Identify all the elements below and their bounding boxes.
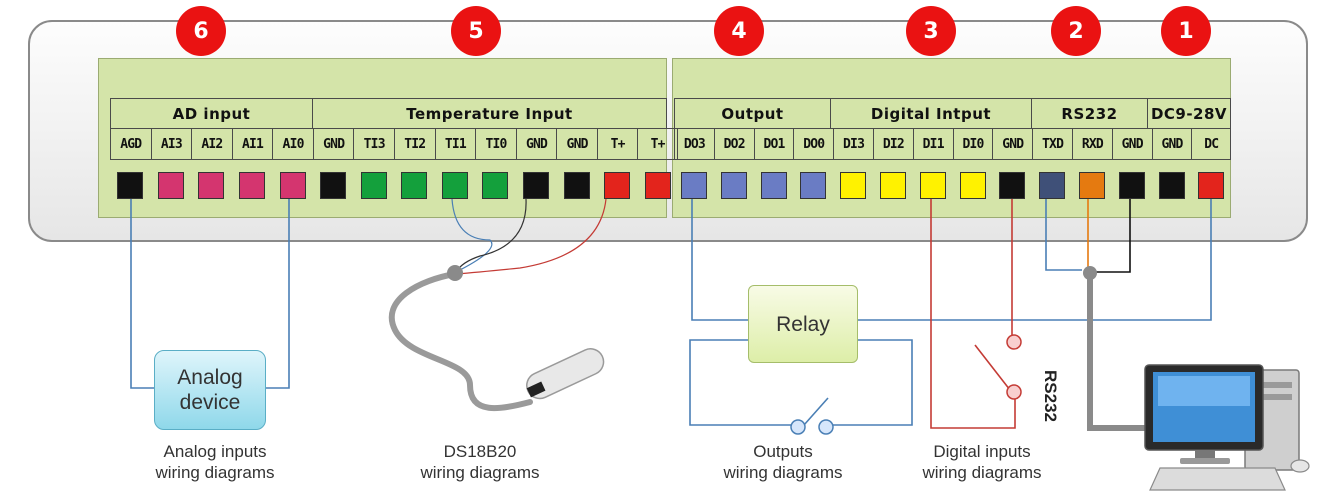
pin-label-di1-20: DI1	[912, 128, 953, 160]
desktop-computer-icon	[1144, 364, 1310, 491]
wire-rs232-gnd	[1094, 199, 1131, 273]
terminal-gnd-22	[999, 172, 1026, 199]
wire-ai0	[266, 199, 290, 389]
badge-5: 5	[451, 6, 501, 56]
pin-label-dc-27: DC	[1191, 128, 1232, 160]
terminal-txd-23	[1039, 172, 1066, 199]
pin-label-do0-17: DO0	[793, 128, 834, 160]
group-output: Output	[674, 98, 830, 128]
pin-label-do2-15: DO2	[713, 128, 754, 160]
terminal-do0-17	[800, 172, 827, 199]
pin-label-gnd-25: GND	[1111, 128, 1152, 160]
group-rs232: RS232	[1031, 98, 1147, 128]
wire-di1	[930, 199, 1016, 429]
badge-6: 6	[176, 6, 226, 56]
caption-ds18b20: DS18B20 wiring diagrams	[420, 442, 540, 482]
wire-do3	[691, 199, 748, 321]
wire-dc	[858, 199, 1212, 321]
caption-digital: Digital inputs wiring diagrams	[922, 442, 1042, 482]
group-dc-power: DC9-28V	[1147, 98, 1231, 128]
terminal-gnd-10	[523, 172, 549, 199]
pin-label-gnd-22: GND	[992, 128, 1033, 160]
wire-probe-signal	[451, 198, 493, 273]
terminal-gnd-26	[1158, 172, 1185, 199]
group-temperature-input: Temperature Input	[312, 98, 667, 128]
terminal-do3-14	[680, 172, 707, 199]
terminal-do2-15	[720, 172, 747, 199]
terminal-ai3-1	[157, 172, 184, 199]
pin-label-di0-21: DI0	[952, 128, 993, 160]
terminal-di1-20	[919, 172, 946, 199]
terminal-rxd-24	[1078, 172, 1105, 199]
pin-label-gnd-10: GND	[515, 128, 557, 160]
terminal-do1-16	[760, 172, 787, 199]
terminal-ti0-9	[482, 172, 509, 199]
terminal-ti2-7	[401, 172, 428, 199]
caption-analog: Analog inputs wiring diagrams	[155, 442, 275, 482]
group-ad-input: AD input	[110, 98, 312, 128]
pin-label-ti2-7: TI2	[394, 128, 435, 160]
pin-label-di2-19: DI2	[873, 128, 913, 160]
terminal-ai0-4	[279, 172, 306, 199]
terminal-ti3-6	[360, 172, 387, 199]
group-digital-input: Digital Intput	[830, 98, 1031, 128]
pin-label-rxd-24: RXD	[1072, 128, 1112, 160]
analog-device-label: Analog device	[177, 366, 243, 414]
wire-agd	[130, 199, 154, 389]
terminal-gnd-5	[320, 172, 347, 199]
badge-4: 4	[714, 6, 764, 56]
terminal-ai1-3	[239, 172, 265, 199]
pin-label-ti0-9: TI0	[475, 128, 516, 160]
analog-device-box: Analog device	[154, 350, 266, 430]
relay-switch-icon	[790, 397, 834, 435]
ds18b20-probe-icon	[388, 265, 605, 412]
badge-2: 2	[1051, 6, 1101, 56]
terminal-t-plus-13	[644, 172, 671, 199]
pin-label-ai1-3: AI1	[231, 128, 273, 160]
terminal-agd-0	[117, 172, 144, 199]
terminal-di0-21	[959, 172, 986, 199]
terminal-di3-18	[840, 172, 867, 199]
terminal-gnd-25	[1118, 172, 1145, 199]
pin-label-t-plus-12: T+	[596, 128, 638, 160]
pin-label-t-plus-13: T+	[637, 128, 678, 160]
terminal-dc-27	[1198, 172, 1225, 199]
pin-label-do1-16: DO1	[753, 128, 794, 160]
pin-label-ai0-4: AI0	[272, 128, 313, 160]
rs232-cable	[1087, 275, 1150, 431]
pin-label-do3-14: DO3	[674, 128, 714, 160]
pin-label-gnd-26: GND	[1151, 128, 1192, 160]
wire-relay-out-right	[832, 339, 913, 426]
relay-box: Relay	[748, 285, 858, 363]
terminal-ti1-8	[441, 172, 468, 199]
pin-label-di3-18: DI3	[833, 128, 873, 160]
pin-label-ti3-6: TI3	[353, 128, 394, 160]
pin-label-ai2-2: AI2	[191, 128, 232, 160]
wire-txd	[1045, 199, 1082, 271]
badge-1: 1	[1161, 6, 1211, 56]
relay-label: Relay	[776, 312, 830, 336]
rs232-cable-label: RS232	[1041, 370, 1060, 422]
caption-outputs: Outputs wiring diagrams	[723, 442, 843, 482]
pin-label-txd-23: TXD	[1032, 128, 1072, 160]
pin-label-gnd-11: GND	[556, 128, 597, 160]
badge-3: 3	[906, 6, 956, 56]
terminal-di2-19	[879, 172, 906, 199]
pin-label-agd-0: AGD	[110, 128, 151, 160]
wire-probe-power	[455, 198, 607, 275]
wire-probe-ground	[455, 198, 527, 273]
rs232-junction	[1083, 266, 1097, 280]
terminal-t-plus-12	[604, 172, 631, 199]
wire-relay-out-left	[689, 339, 792, 426]
terminal-ai2-2	[198, 172, 225, 199]
pin-label-gnd-5: GND	[312, 128, 354, 160]
pin-label-ai3-1: AI3	[150, 128, 192, 160]
digital-switch-icon	[974, 334, 1022, 400]
terminal-gnd-11	[563, 172, 590, 199]
pin-label-ti1-8: TI1	[434, 128, 476, 160]
